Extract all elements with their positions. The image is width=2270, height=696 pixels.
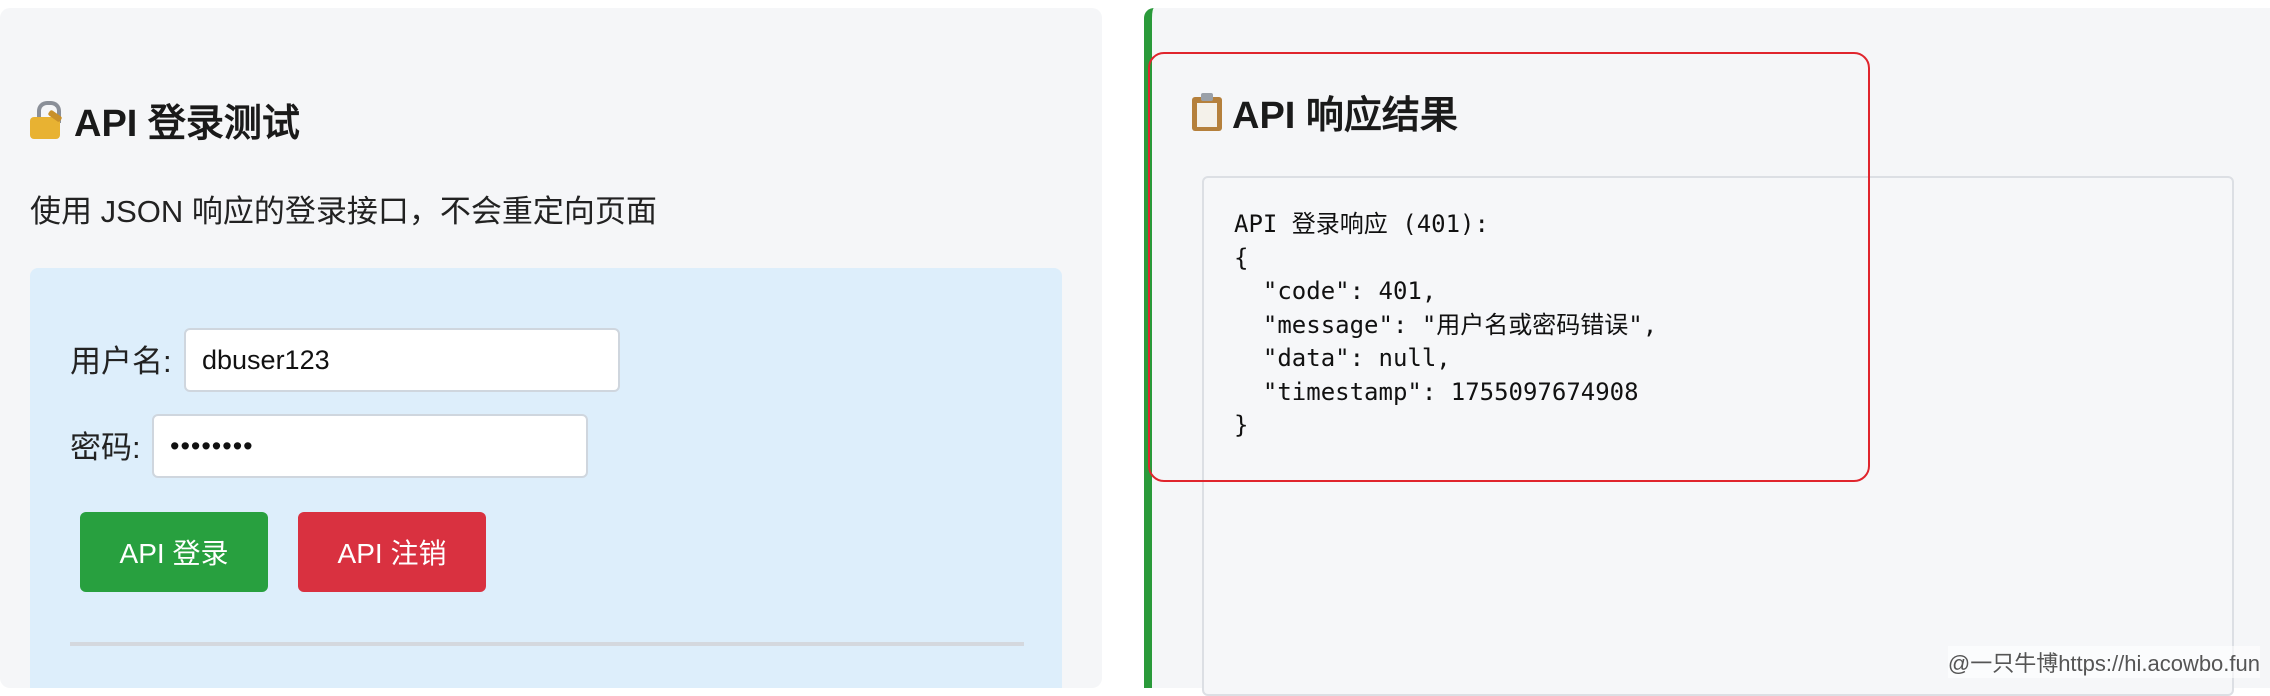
clipboard-icon [1192, 92, 1222, 131]
username-label: 用户名: [70, 344, 172, 379]
response-panel-title: API 响应结果 [1192, 84, 1458, 139]
api-logout-button[interactable]: API 注销 [298, 512, 486, 592]
response-panel-title-text: API 响应结果 [1232, 95, 1458, 137]
api-response-panel: API 响应结果 API 登录响应 (401): { "code": 401, … [1144, 8, 2270, 696]
login-form: 用户名: 密码: API 登录 API 注销 [30, 268, 1062, 688]
response-output-box[interactable]: API 登录响应 (401): { "code": 401, "message"… [1202, 176, 2234, 696]
panel-gap [1102, 0, 1146, 680]
response-json-text: API 登录响应 (401): { "code": 401, "message"… [1234, 210, 1658, 439]
lock-with-key-icon [30, 100, 64, 139]
password-label: 密码: [70, 430, 141, 465]
form-divider [70, 642, 1024, 646]
watermark: @一只牛博https://hi.acowbo.fun [1947, 646, 2260, 678]
login-panel-title: API 登录测试 [30, 92, 300, 147]
api-login-test-panel: API 登录测试 使用 JSON 响应的登录接口，不会重定向页面 用户名: 密码… [0, 8, 1102, 688]
password-input[interactable] [152, 414, 588, 478]
login-panel-title-text: API 登录测试 [74, 103, 300, 145]
username-input[interactable] [184, 328, 620, 392]
api-login-button[interactable]: API 登录 [80, 512, 268, 592]
login-panel-subtitle: 使用 JSON 响应的登录接口，不会重定向页面 [30, 194, 657, 229]
